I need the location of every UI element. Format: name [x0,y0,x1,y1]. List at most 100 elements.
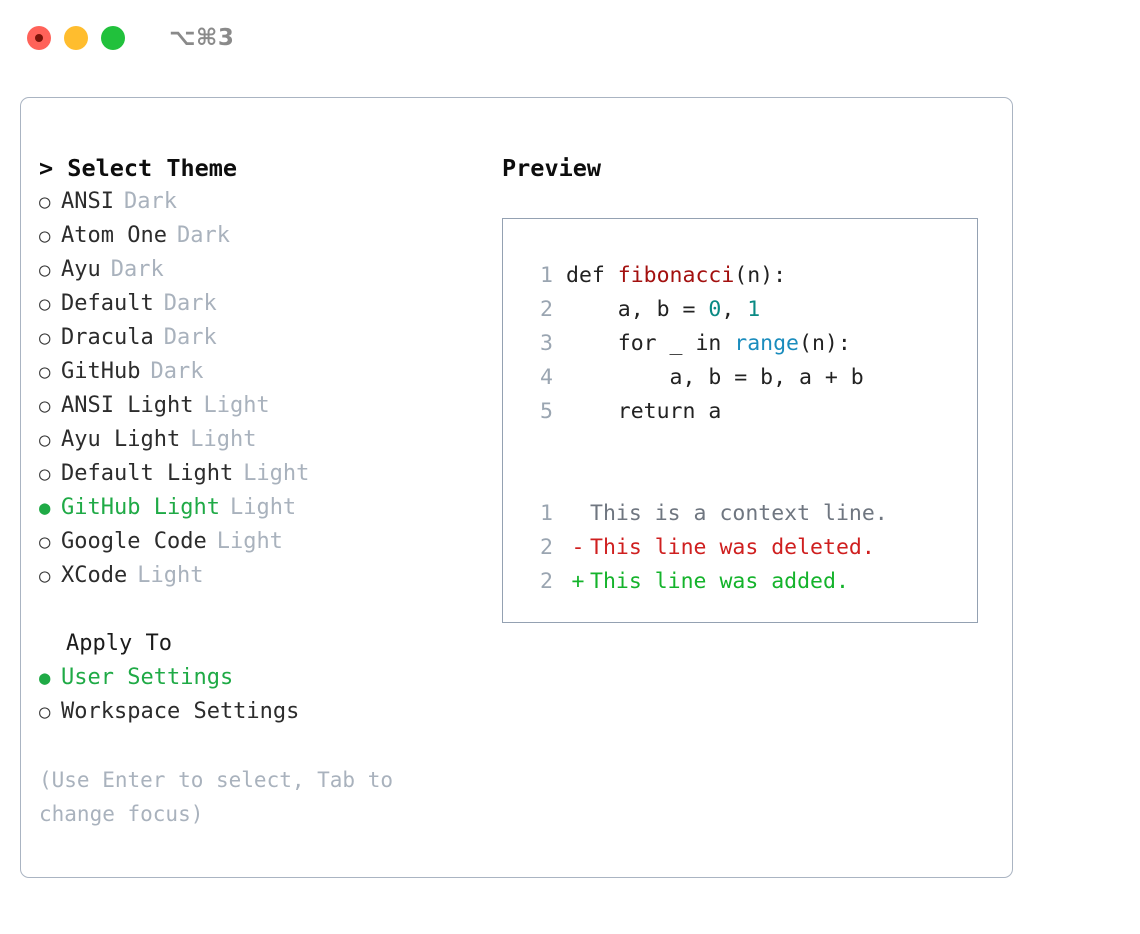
window-controls [27,26,125,50]
code-spacer [521,463,977,497]
diff-text: This line was deleted. [590,535,875,560]
radio-icon: ○ [39,293,51,315]
theme-list-item[interactable]: ○ Dracula Dark [39,321,489,355]
theme-list-item[interactable]: ○ Default Light Light [39,457,489,491]
apply-to-item[interactable]: ○ Workspace Settings [39,695,489,729]
preview-box: 1 def fibonacci(n): 2 a, b = 0, 1 3 for … [502,218,978,623]
code-token-number: 0 [708,297,722,322]
radio-icon: ○ [39,395,51,417]
theme-list-item[interactable]: ○ ANSI Light Light [39,389,489,423]
diff-marker: - [571,535,585,560]
code-token: , [721,297,748,322]
diff-marker: + [571,569,585,594]
line-number: 3 [540,331,553,356]
minimize-button[interactable] [64,26,88,50]
theme-list-item-selected[interactable]: ● GitHub Light Light [39,491,489,525]
theme-list-item[interactable]: ○ ANSI Dark [39,185,489,219]
line-number: 1 [540,501,553,526]
radio-icon: ○ [39,531,51,553]
radio-icon: ○ [39,463,51,485]
keyboard-hint-text: (Use Enter to select, Tab to change focu… [39,768,394,826]
theme-variant: Light [229,495,297,520]
radio-icon-selected: ● [39,667,51,689]
radio-icon-selected: ● [39,497,51,519]
code-token: return a [566,399,722,424]
theme-name: ANSI Light [61,393,194,418]
maximize-button[interactable] [101,26,125,50]
code-token: a, b = b, a + b [566,365,864,390]
theme-list[interactable]: ○ ANSI Dark ○ Atom One Dark ○ Ayu Dark [39,185,489,593]
theme-list-item[interactable]: ○ XCode Light [39,559,489,593]
theme-name: Ayu [61,257,101,282]
theme-variant: Dark [110,257,164,282]
line-number: 5 [540,399,553,424]
main-panel: > Select Theme ○ ANSI Dark ○ Atom One Da… [20,97,1013,878]
line-number: 4 [540,365,553,390]
diff-marker [566,497,590,531]
close-button[interactable] [27,26,51,50]
apply-to-title: Apply To [66,631,172,656]
diff-line-deleted: 2 - This line was deleted. [521,531,977,565]
theme-name: ANSI [61,189,114,214]
code-token: (n): [799,331,851,356]
code-line: 3 for _ in range(n): [521,327,977,361]
code-line: 1 def fibonacci(n): [521,259,977,293]
theme-name: Atom One [61,223,167,248]
diff-text: This line was added. [590,569,849,594]
theme-list-item[interactable]: ○ Ayu Dark [39,253,489,287]
theme-variant: Dark [163,291,217,316]
radio-icon: ○ [39,701,51,723]
code-token: def [566,263,618,288]
theme-picker-pane: > Select Theme ○ ANSI Dark ○ Atom One Da… [39,151,489,831]
theme-name: Default Light [61,461,234,486]
theme-name: Google Code [61,529,207,554]
theme-variant: Dark [150,359,204,384]
theme-name: Ayu Light [61,427,181,452]
theme-list-item[interactable]: ○ Default Dark [39,287,489,321]
line-number: 2 [540,535,553,560]
diff-line-context: 1 This is a context line. [521,497,977,531]
diff-line-added: 2 + This line was added. [521,565,977,599]
theme-variant: Light [216,529,283,554]
theme-list-item[interactable]: ○ GitHub Dark [39,355,489,389]
code-token: (n): [734,263,787,288]
code-token: for _ in [566,331,735,356]
code-token-function: fibonacci [617,263,735,288]
theme-name: GitHub [61,359,141,384]
theme-variant: Light [243,461,310,486]
theme-variant: Dark [163,325,217,350]
apply-to-label: Workspace Settings [61,699,300,724]
keyboard-shortcut-label: ⌥⌘3 [169,25,235,51]
apply-to-item-selected[interactable]: ● User Settings [39,661,489,695]
theme-variant: Dark [176,223,230,248]
diff-text: This is a context line. [590,501,888,526]
theme-list-item[interactable]: ○ Ayu Light Light [39,423,489,457]
title-bar: ⌥⌘3 [0,0,1140,76]
code-token: a, b = [566,297,709,322]
theme-variant: Light [190,427,257,452]
theme-name: Dracula [61,325,154,350]
theme-list-item[interactable]: ○ Atom One Dark [39,219,489,253]
code-line: 2 a, b = 0, 1 [521,293,977,327]
radio-icon: ○ [39,361,51,383]
code-line: 5 return a [521,395,977,429]
line-number: 2 [540,569,553,594]
radio-icon: ○ [39,259,51,281]
radio-icon: ○ [39,191,51,213]
preview-pane: Preview 1 def fibonacci(n): 2 a, b = 0, … [502,151,992,623]
preview-title: Preview [502,154,602,182]
apply-to-list[interactable]: ● User Settings ○ Workspace Settings [39,661,489,729]
radio-icon: ○ [39,327,51,349]
theme-variant: Light [137,563,204,588]
theme-name: Default [61,291,154,316]
theme-list-item[interactable]: ○ Google Code Light [39,525,489,559]
theme-name: XCode [61,563,128,588]
line-number: 2 [540,297,553,322]
apply-to-label: User Settings [61,665,234,690]
radio-icon: ○ [39,429,51,451]
code-line: 4 a, b = b, a + b [521,361,977,395]
theme-variant: Dark [123,189,177,214]
theme-picker-title: > Select Theme [39,154,238,182]
code-spacer [521,429,977,463]
